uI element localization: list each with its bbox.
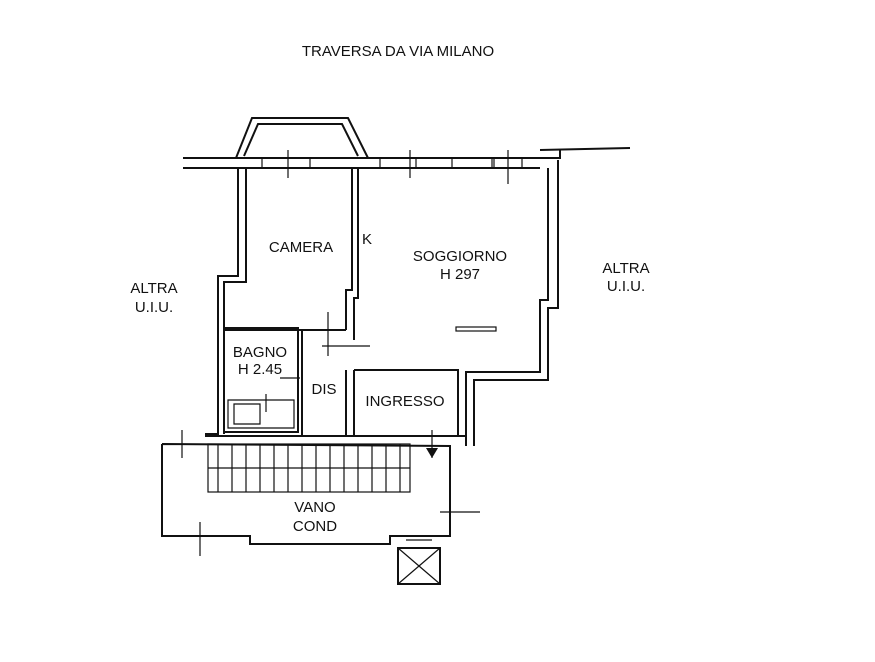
interior-partitions [223, 168, 497, 436]
room-label-camera: CAMERA [269, 239, 333, 256]
entry-arrow-icon [426, 448, 438, 458]
room-label-bagno: BAGNO [233, 344, 287, 361]
neighbour-left-line2: U.I.U. [135, 299, 173, 316]
balcony [235, 117, 369, 159]
neighbour-right-line2: U.I.U. [607, 278, 645, 295]
street-title: TRAVERSA DA VIA MILANO [302, 43, 494, 60]
room-height-soggiorno: H 297 [440, 266, 480, 283]
room-height-bagno: H 2.45 [238, 361, 282, 378]
room-label-dis: DIS [311, 381, 336, 398]
stairwell [161, 430, 480, 556]
lift-shaft [397, 539, 441, 585]
facade-windows [261, 150, 523, 184]
room-label-ingresso: INGRESSO [365, 393, 444, 410]
room-label-cond: COND [293, 518, 337, 535]
neighbour-left-line1: ALTRA [130, 280, 177, 297]
neighbour-right-line1: ALTRA [602, 260, 649, 277]
room-label-soggiorno: SOGGIORNO [413, 248, 507, 265]
kitchen-mark: K [362, 231, 372, 248]
room-label-vano: VANO [294, 499, 335, 516]
